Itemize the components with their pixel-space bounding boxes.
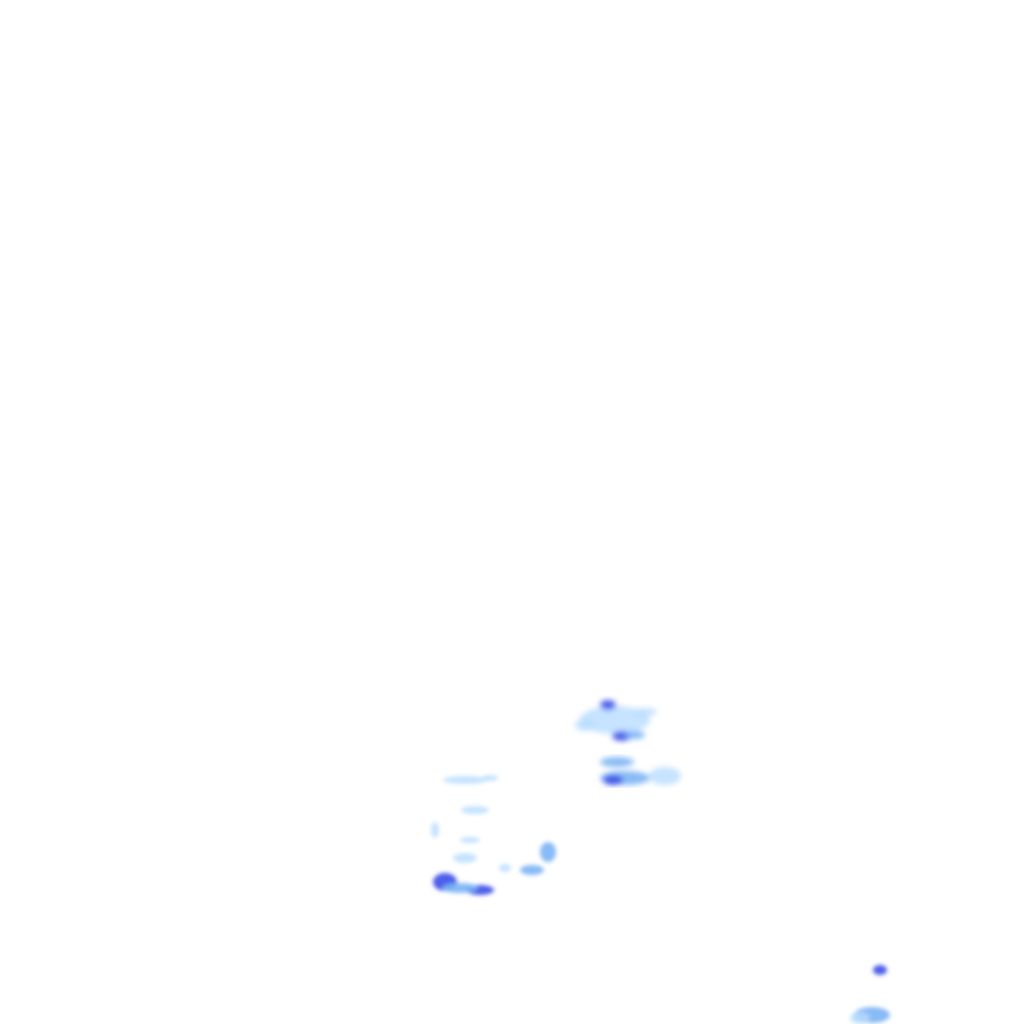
precip-light: [453, 853, 477, 863]
precip-cell-ring: [431, 775, 556, 895]
precip-light: [431, 822, 439, 838]
precip-cell-southeast: [850, 965, 890, 1024]
precip-medium: [600, 757, 634, 767]
precip-cell-north: [575, 700, 657, 741]
precip-heavy: [873, 965, 887, 975]
precip-medium: [540, 842, 556, 862]
precip-light: [580, 706, 650, 734]
precip-light: [443, 776, 487, 784]
precip-medium: [520, 865, 544, 875]
precip-light: [482, 775, 498, 781]
precip-heavy: [603, 775, 623, 785]
precip-light: [460, 837, 480, 843]
precip-light: [633, 708, 657, 716]
precip-light: [499, 864, 511, 872]
precip-heavy: [600, 700, 616, 710]
precip-light: [461, 806, 489, 814]
precip-light: [575, 719, 595, 731]
precip-medium: [625, 731, 645, 739]
precip-light: [850, 1012, 870, 1024]
precip-cell-band: [600, 757, 681, 785]
precip-light: [649, 767, 681, 785]
precip-medium: [442, 883, 478, 893]
